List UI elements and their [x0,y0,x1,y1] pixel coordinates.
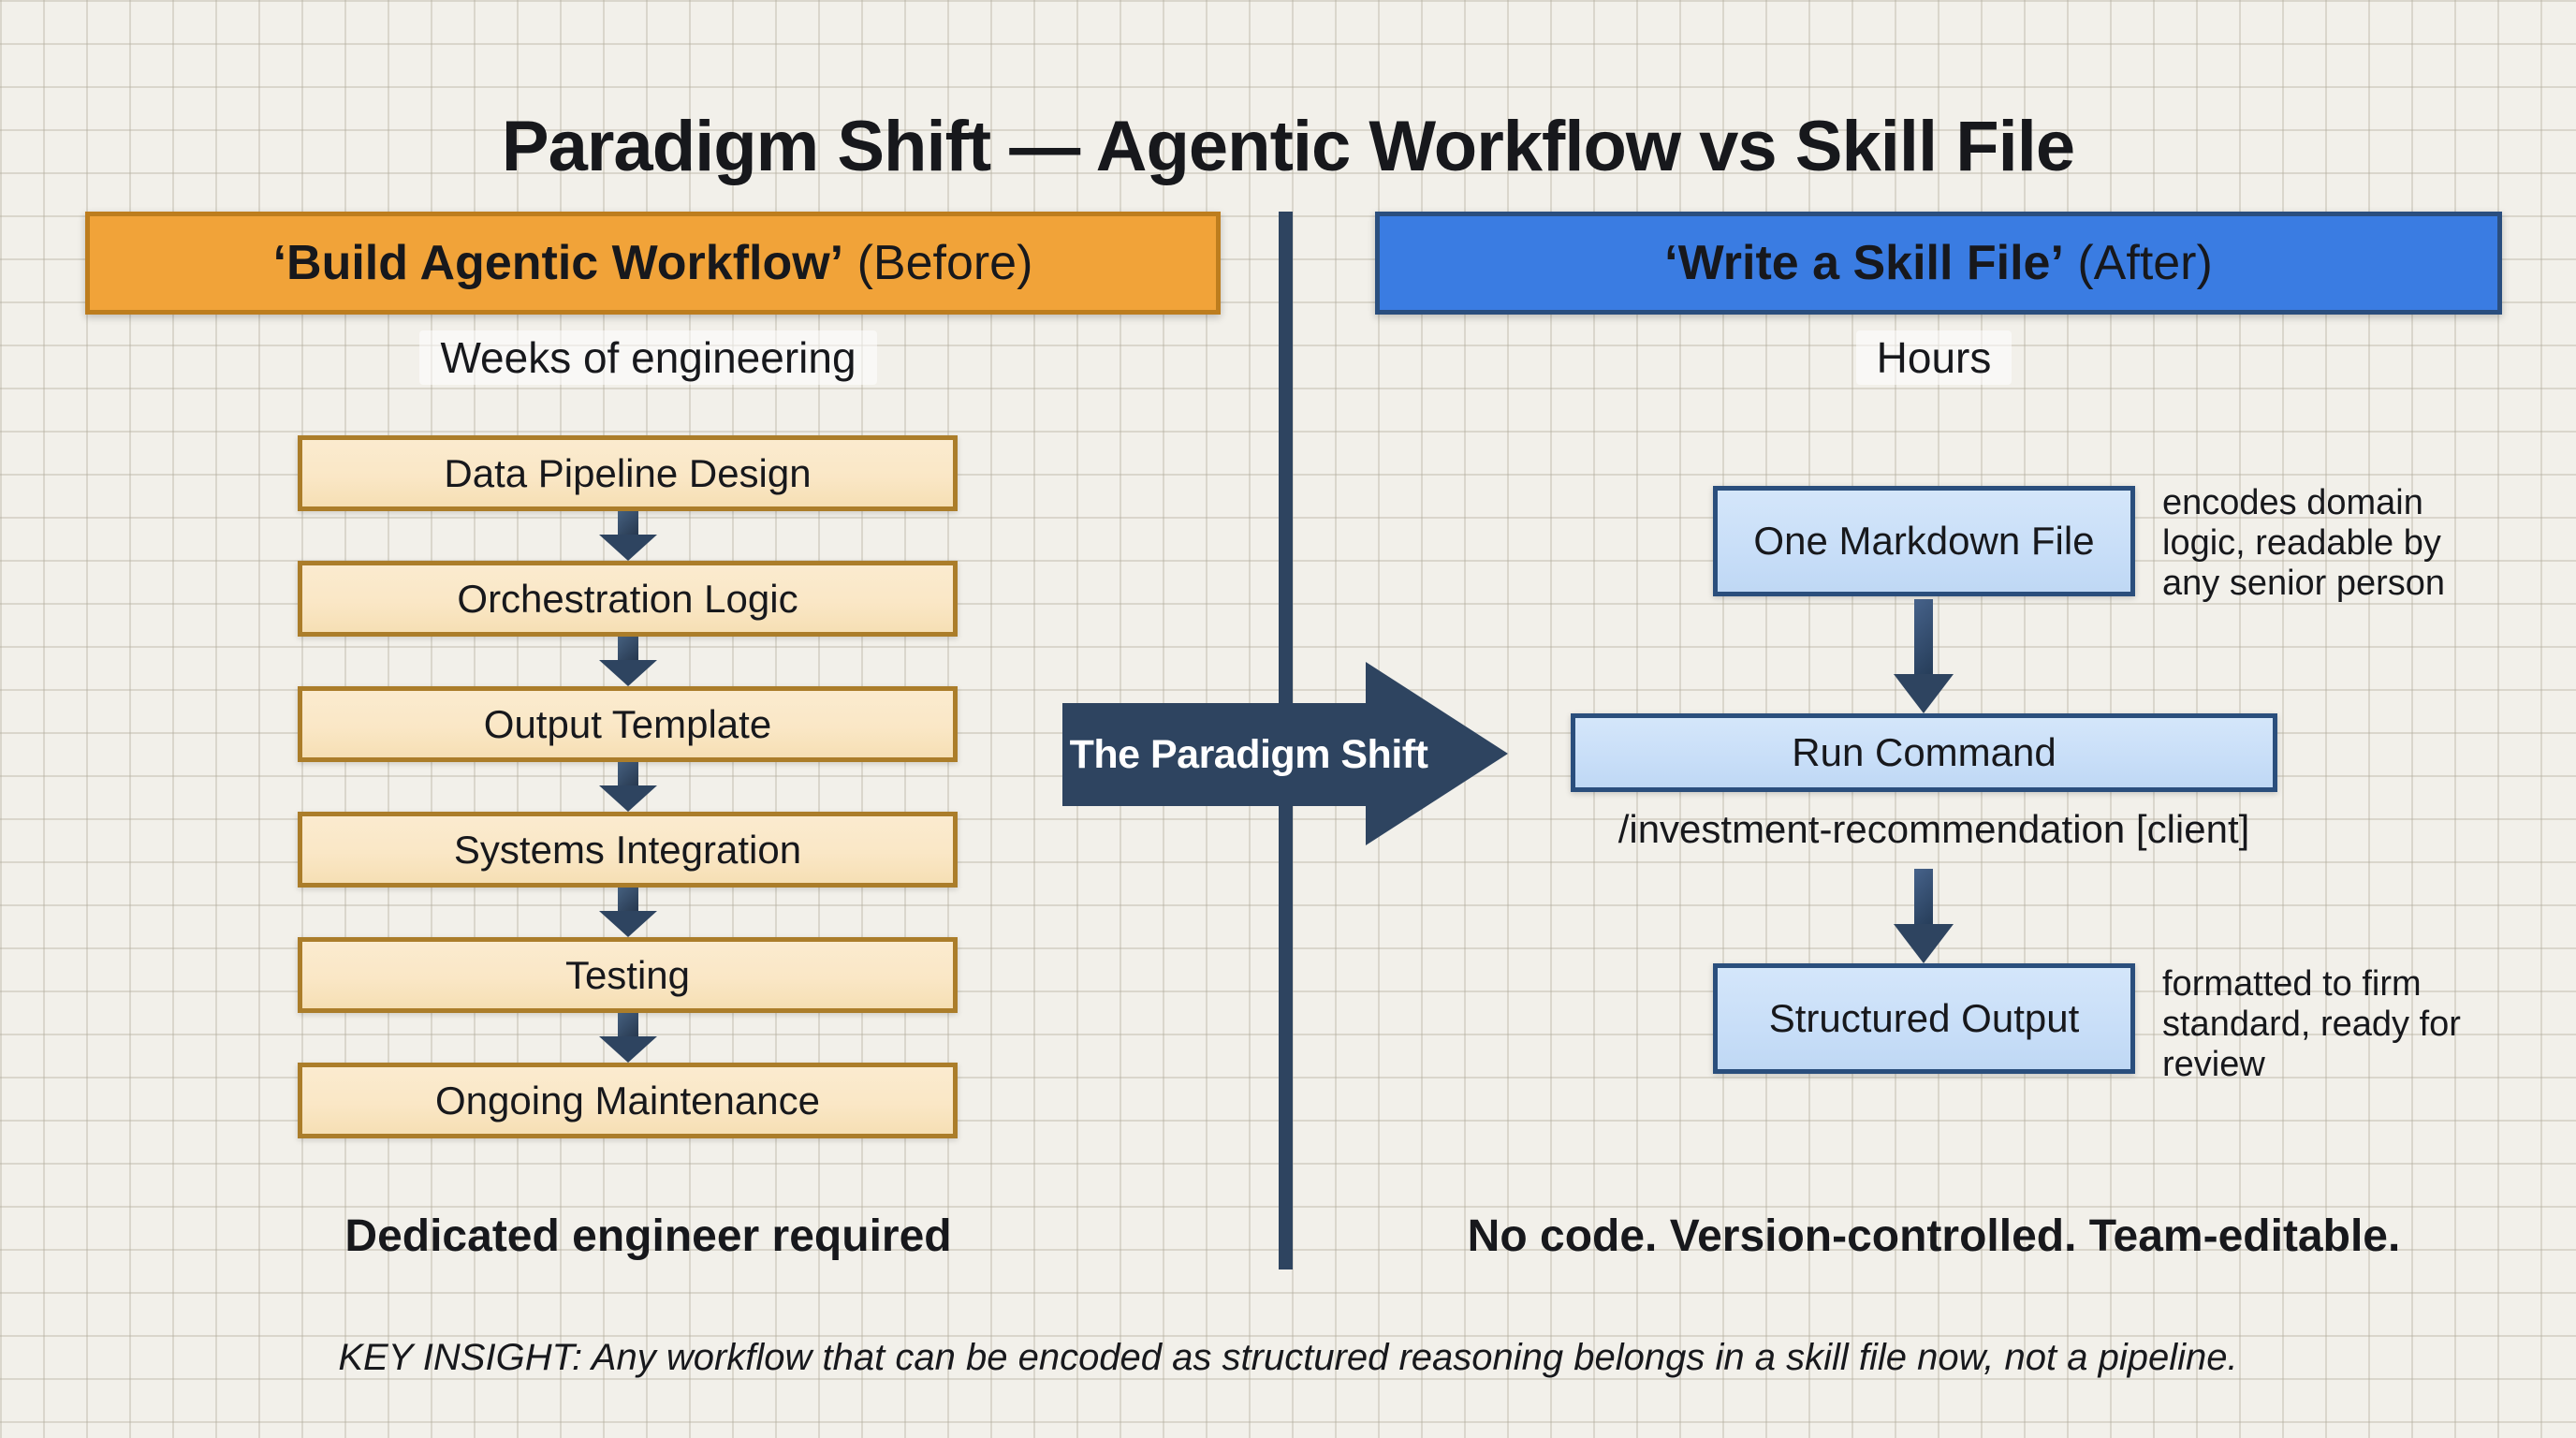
down-arrow-icon [298,762,958,812]
arrow-head-icon [1366,662,1508,845]
before-header-quote: ‘Build Agentic Workflow’ [272,236,844,290]
before-header-suffix: (Before) [843,236,1033,290]
after-header-suffix: (After) [2063,236,2213,290]
down-arrow-icon [298,888,958,937]
arrow-body [1062,703,1366,806]
paradigm-shift-arrow-label: The Paradigm Shift [1069,731,1428,777]
workflow-step-box: Output Template [298,686,958,762]
workflow-step-box: Data Pipeline Design [298,435,958,511]
down-arrow-icon [1891,599,1956,713]
down-arrow-icon [298,1013,958,1063]
markdown-file-box: One Markdown File [1713,486,2135,596]
command-text: /investment-recommendation [client] [1617,807,2250,851]
structured-output-box: Structured Output [1713,963,2135,1074]
paradigm-shift-arrow: The Paradigm Shift [1062,662,1510,846]
before-header: ‘Build Agentic Workflow’ (Before) [85,212,1221,315]
down-arrow-icon [298,637,958,686]
after-subtitle: Hours [1375,330,2493,386]
workflow-step-box: Ongoing Maintenance [298,1063,958,1138]
markdown-file-note: encodes domain logic, readable by any se… [2162,483,2446,603]
page-title: Paradigm Shift — Agentic Workflow vs Ski… [501,106,2075,186]
workflow-step-box: Testing [298,937,958,1013]
structured-output-note: formatted to firm standard, ready for re… [2162,964,2461,1084]
after-header-quote: ‘Write a Skill File’ [1664,236,2064,290]
down-arrow-icon [298,511,958,561]
key-insight-text: KEY INSIGHT: Any workflow that can be en… [338,1337,2238,1378]
run-command-box: Run Command [1571,713,2277,792]
workflow-step-box: Systems Integration [298,812,958,888]
before-footer: Dedicated engineer required [344,1211,952,1261]
workflow-steps-list: Data Pipeline Design Orchestration Logic… [298,435,958,1138]
after-footer: No code. Version-controlled. Team-editab… [1467,1211,2401,1261]
after-header: ‘Write a Skill File’ (After) [1375,212,2502,315]
down-arrow-icon [1891,869,1956,963]
before-subtitle: Weeks of engineering [85,330,1211,386]
workflow-step-box: Orchestration Logic [298,561,958,637]
